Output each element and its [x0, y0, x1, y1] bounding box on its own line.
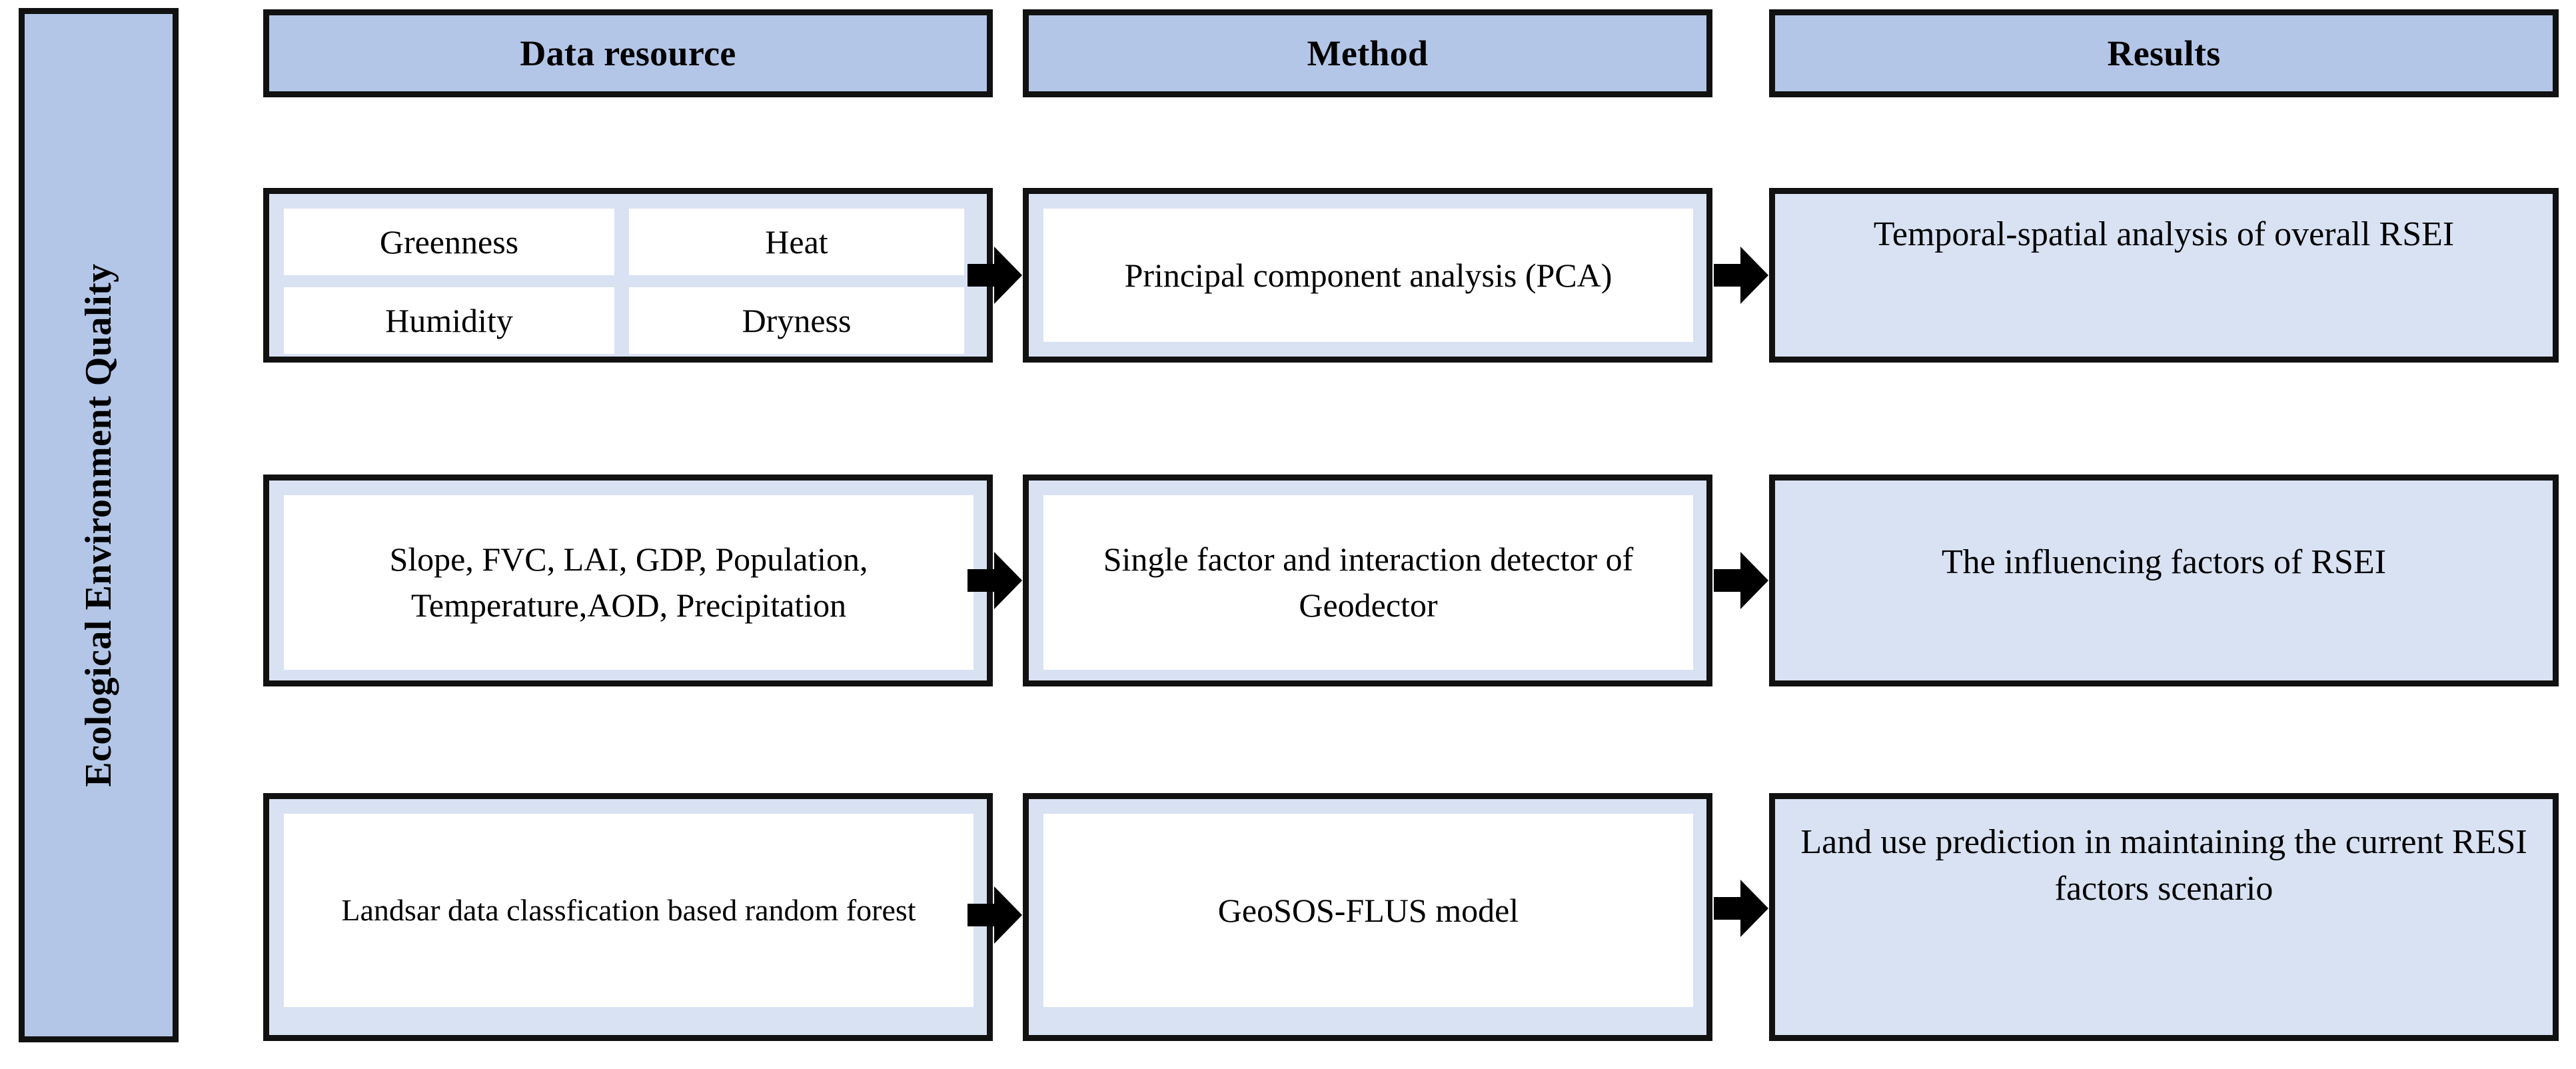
method-inner-row-3: GeoSOS-FLUS model	[1043, 814, 1693, 1007]
arrow-shaft	[1714, 569, 1744, 592]
data-inner-row-2: Slope, FVC, LAI, GDP, Population, Temper…	[284, 495, 973, 670]
data-cell-heat-label: Heat	[765, 223, 828, 261]
method-box-row-1: Principal component analysis (PCA)	[1023, 188, 1712, 363]
data-label-row-2: Slope, FVC, LAI, GDP, Population, Temper…	[389, 540, 868, 624]
sidebar-label: Ecological Environment Quality	[78, 263, 120, 787]
arrow-shaft	[1714, 264, 1744, 287]
arrow-head	[1740, 552, 1768, 609]
data-cell-dryness: Dryness	[629, 287, 964, 354]
header-results-label: Results	[2107, 33, 2221, 73]
arrow-shaft	[967, 264, 998, 287]
right-arrow-icon-row-3-data-to-method	[967, 886, 1022, 944]
arrow-shaft	[967, 569, 998, 592]
data-cell-heat: Heat	[629, 209, 964, 275]
arrow-shaft	[967, 904, 998, 926]
result-box-row-3: Land use prediction in maintaining the c…	[1769, 793, 2559, 1041]
header-data-resource: Data resource	[263, 9, 993, 97]
method-label-row-2: Single factor and interaction detector o…	[1103, 540, 1634, 624]
arrow-head	[1740, 247, 1768, 304]
ecological-environment-quality-bar: Ecological Environment Quality	[19, 8, 179, 1042]
header-method-label: Method	[1307, 33, 1429, 73]
data-cell-greenness: Greenness	[284, 209, 614, 275]
data-cell-greenness-label: Greenness	[379, 223, 519, 261]
data-box-row-1: Greenness Heat Humidity Dryness	[263, 188, 993, 363]
method-inner-row-1: Principal component analysis (PCA)	[1043, 209, 1693, 342]
right-arrow-icon-row-3-method-to-result	[1714, 880, 1768, 937]
right-arrow-icon-row-2-data-to-method	[967, 552, 1022, 609]
arrow-shaft	[1714, 897, 1744, 920]
result-box-row-1: Temporal-spatial analysis of overall RSE…	[1769, 188, 2559, 363]
arrow-head	[994, 552, 1022, 609]
data-box-row-3: Landsar data classfication based random …	[263, 793, 993, 1041]
method-label-row-1: Principal component analysis (PCA)	[1124, 256, 1612, 294]
data-inner-row-3: Landsar data classfication based random …	[284, 814, 973, 1007]
result-label-row-1: Temporal-spatial analysis of overall RSE…	[1873, 215, 2455, 253]
method-inner-row-2: Single factor and interaction detector o…	[1043, 495, 1693, 670]
right-arrow-icon-row-1-method-to-result	[1714, 247, 1768, 304]
method-box-row-2: Single factor and interaction detector o…	[1023, 475, 1712, 686]
data-label-row-3: Landsar data classfication based random …	[341, 893, 916, 928]
method-box-row-3: GeoSOS-FLUS model	[1023, 793, 1712, 1041]
result-box-row-2: The influencing factors of RSEI	[1769, 475, 2559, 686]
data-box-row-2: Slope, FVC, LAI, GDP, Population, Temper…	[263, 475, 993, 686]
right-arrow-icon-row-2-method-to-result	[1714, 552, 1768, 609]
result-label-row-3: Land use prediction in maintaining the c…	[1800, 823, 2527, 908]
arrow-head	[1740, 880, 1768, 937]
header-results: Results	[1769, 9, 2559, 97]
data-cell-humidity-label: Humidity	[385, 301, 513, 339]
arrow-head	[994, 247, 1022, 304]
method-label-row-3: GeoSOS-FLUS model	[1217, 891, 1519, 929]
header-data-resource-label: Data resource	[520, 33, 736, 73]
data-cell-humidity: Humidity	[284, 287, 614, 354]
header-method: Method	[1023, 9, 1712, 97]
data-cell-dryness-label: Dryness	[742, 301, 852, 339]
right-arrow-icon-row-1-data-to-method	[967, 247, 1022, 304]
arrow-head	[994, 886, 1022, 944]
result-label-row-2: The influencing factors of RSEI	[1941, 543, 2387, 581]
